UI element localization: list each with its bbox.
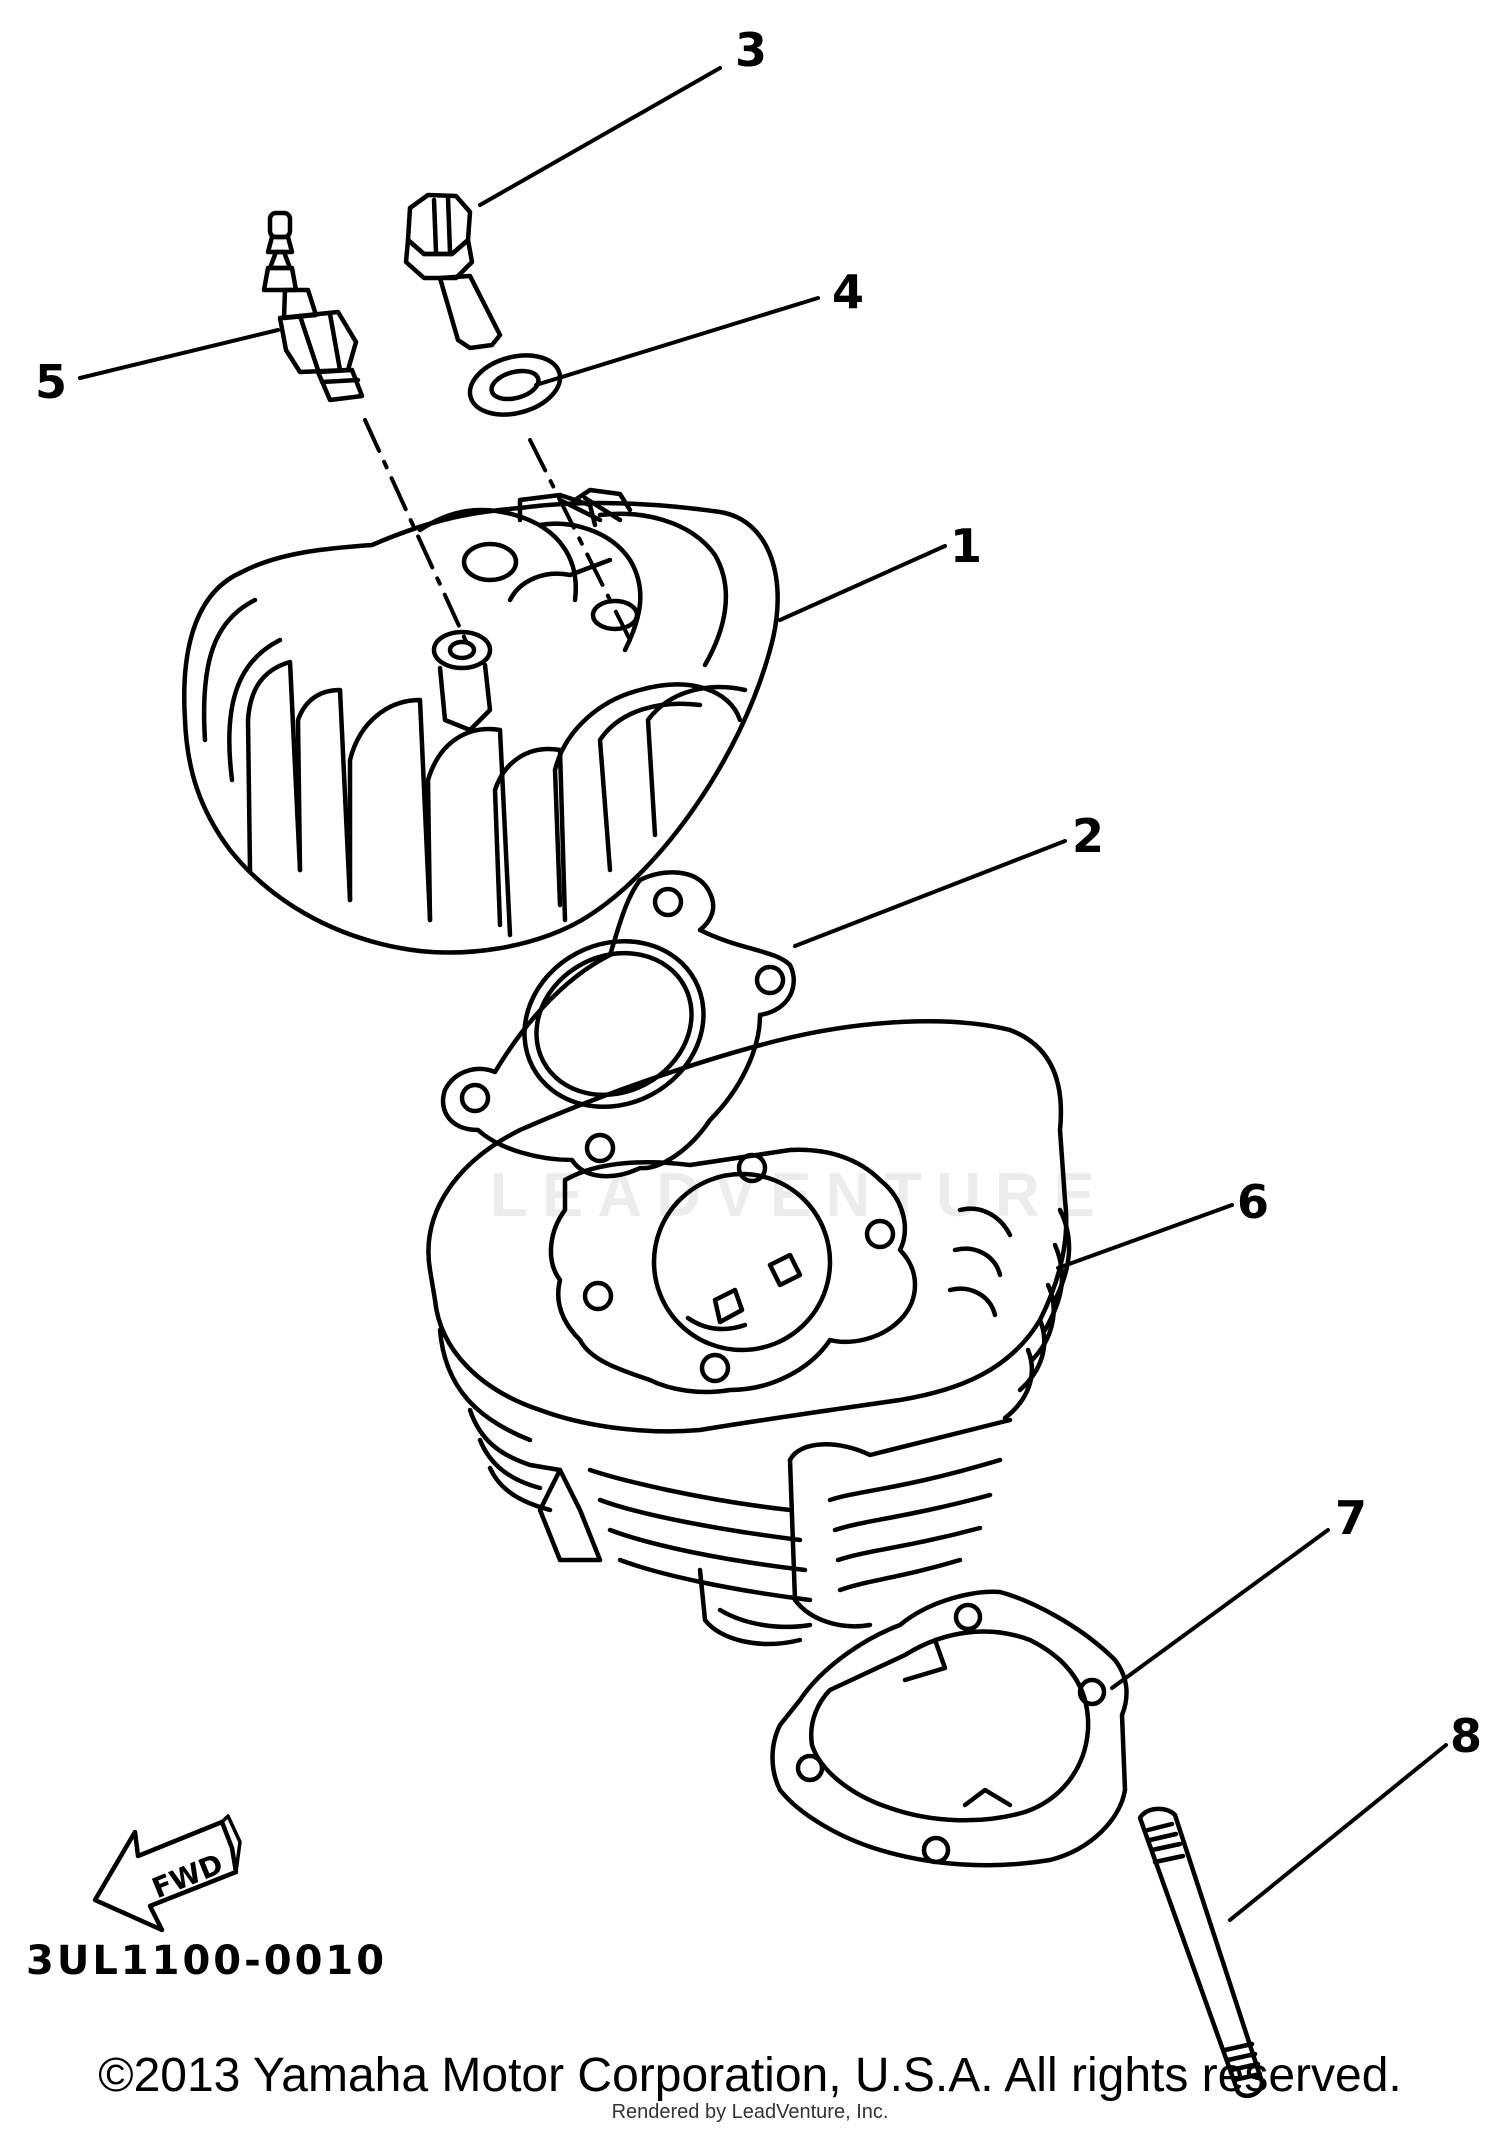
callout-5: 5 xyxy=(35,355,67,409)
base-gasket-drawing xyxy=(770,1589,1129,1868)
watermark: LEADVENTURE xyxy=(490,1161,1110,1230)
callout-8: 8 xyxy=(1450,1709,1482,1763)
rendered-by-notice: Rendered by LeadVenture, Inc. xyxy=(611,2101,889,2123)
cylinder-drawing xyxy=(426,1019,1072,1647)
assembly-lines xyxy=(363,418,632,652)
callout-2: 2 xyxy=(1072,809,1104,863)
callout-6: 6 xyxy=(1237,1175,1269,1229)
diagram-code: 3UL1100-0010 xyxy=(26,1938,388,1984)
copyright-notice: ©2013 Yamaha Motor Corporation, U.S.A. A… xyxy=(98,2049,1402,2102)
fwd-arrow-label: FWD xyxy=(147,1847,227,1905)
callout-3: 3 xyxy=(735,23,767,77)
callout-1: 1 xyxy=(950,519,982,573)
leader-lines xyxy=(78,66,1448,1922)
cylinder-head-drawing xyxy=(182,487,780,955)
callout-4: 4 xyxy=(832,265,864,319)
fwd-arrow-icon: FWD xyxy=(92,1814,242,1933)
washer-drawing xyxy=(467,353,563,417)
callout-labels: 1 2 3 4 5 6 7 8 xyxy=(35,23,1482,1763)
spark-plug-drawing xyxy=(261,210,365,403)
callout-7: 7 xyxy=(1335,1491,1367,1545)
stud-bolt-drawing xyxy=(1137,1806,1265,2099)
head-gasket-drawing xyxy=(440,870,796,1179)
bolt-drawing xyxy=(403,192,503,351)
